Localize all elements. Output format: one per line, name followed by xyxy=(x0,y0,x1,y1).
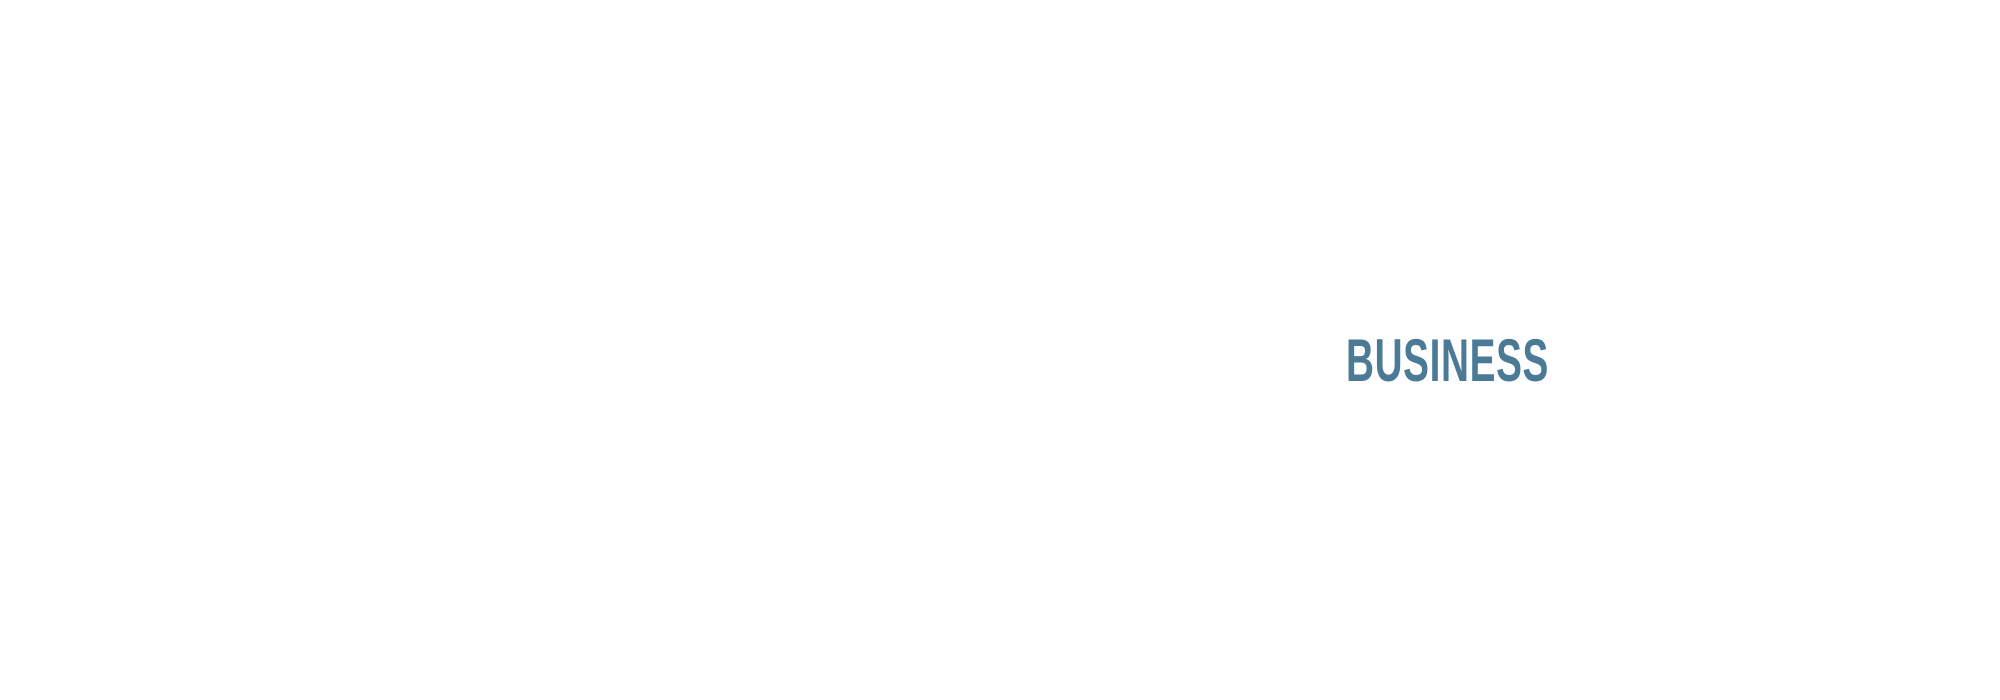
business-label: BUSINESS xyxy=(1346,327,1550,394)
